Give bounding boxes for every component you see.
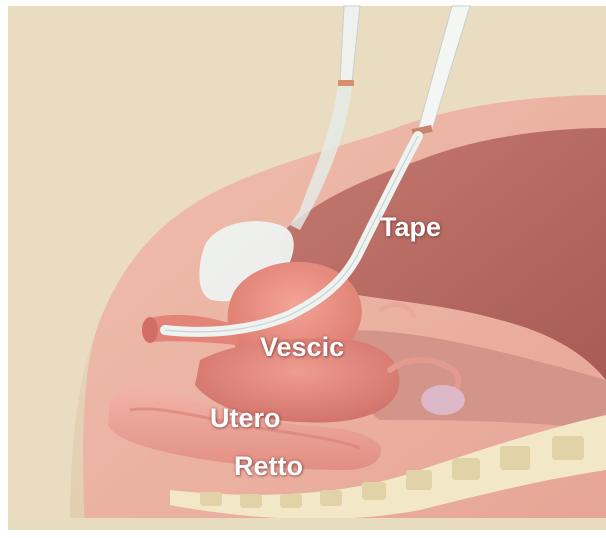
label-utero: Utero: [210, 403, 281, 434]
ovary: [421, 385, 465, 415]
label-tape: Tape: [380, 212, 441, 243]
label-vescic: Vescic: [260, 332, 344, 363]
bottom-edge: [8, 518, 606, 530]
label-retto: Retto: [234, 451, 303, 482]
urethra-opening: [142, 317, 158, 343]
